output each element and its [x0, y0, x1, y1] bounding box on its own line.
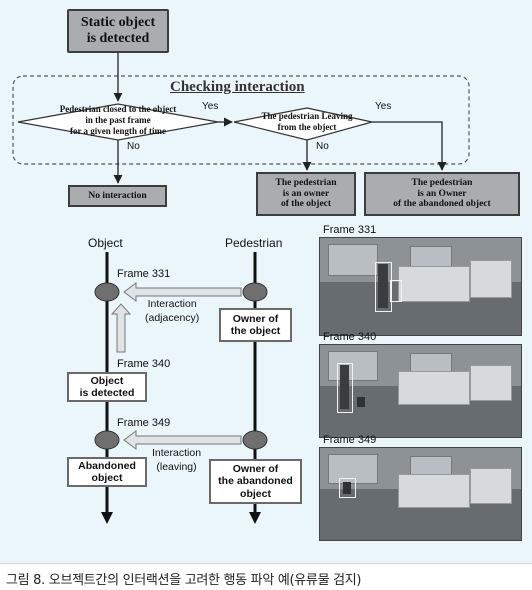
object-header: Object [88, 236, 123, 250]
decision1-no-label: No [127, 141, 140, 152]
object-timeline-arrowhead [101, 512, 113, 524]
pedestrian-node-331 [242, 282, 268, 302]
figure-stage: Static object is detected Checking inter… [0, 0, 532, 563]
decision2-no-label: No [316, 141, 329, 152]
figure-caption: 그림 8. 오브젝트간의 인터랙션을 고려한 행동 파악 예(유류물 검지) [0, 563, 532, 590]
arrow-decision2-yes [372, 121, 447, 171]
interaction-leaving-label: Interaction (leaving) [152, 447, 202, 473]
surveillance-frame-331 [319, 237, 522, 336]
decision2-text: The pedestrian Leaving from the object [261, 111, 353, 132]
owner-abandoned-box: Owner of the abandoned object [209, 459, 302, 504]
surveillance-frame-340 [319, 344, 522, 438]
surveillance-frame-349 [319, 447, 522, 541]
flowchart-connectors [12, 52, 470, 184]
object-node-331 [94, 282, 120, 302]
pedestrian-header: Pedestrian [225, 236, 283, 250]
pedestrian-timeline-arrowhead [249, 512, 261, 524]
start-box: Static object is detected [67, 9, 169, 53]
photo-331-label: Frame 331 [323, 224, 377, 236]
frame-340-label: Frame 340 [117, 358, 171, 370]
object-node-349 [94, 430, 120, 450]
frame-331-label: Frame 331 [117, 268, 171, 280]
frame-349-label: Frame 349 [117, 417, 171, 429]
object-detected-box: Object is detected [67, 372, 147, 402]
decision1-text: Pedestrian closed to the object in the p… [59, 104, 177, 136]
decision1-yes-label: Yes [202, 101, 219, 112]
result-abandoned-owner: The pedestrian is an Owner of the abando… [364, 172, 520, 216]
caption-text: 그림 8. 오브젝트간의 인터랙션을 고려한 행동 파악 예(유류물 검지) [6, 573, 362, 588]
photo-340-label: Frame 340 [323, 331, 377, 343]
decision2-yes-label: Yes [375, 101, 392, 112]
photo-349-label: Frame 349 [323, 434, 377, 446]
result-owner: The pedestrian is an owner of the object [256, 172, 356, 216]
pedestrian-node-349 [242, 430, 268, 450]
owner-of-object-box: Owner of the object [219, 308, 292, 342]
group-title: Checking interaction [170, 79, 305, 95]
result-no-interaction: No interaction [68, 185, 167, 207]
interaction-arrow-331 [123, 282, 242, 302]
checking-interaction-group [12, 75, 470, 165]
abandoned-object-box: Abandoned object [67, 457, 147, 487]
interaction-arrow-349 [123, 430, 242, 450]
detection-up-arrow [110, 303, 132, 353]
interaction-adjacency-label: Interaction (adjacency) [145, 298, 200, 324]
